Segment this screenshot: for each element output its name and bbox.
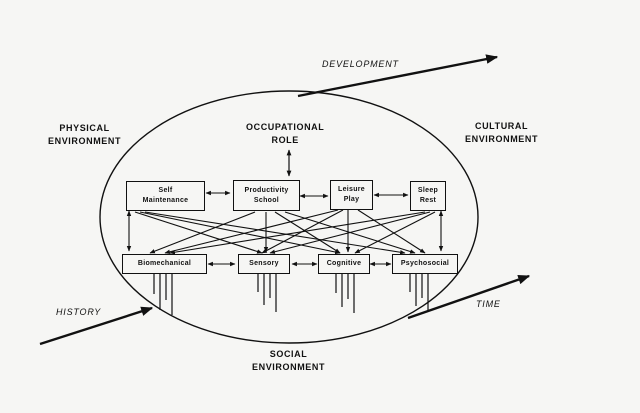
cultural-label-line2: ENVIRONMENT [465, 134, 539, 144]
productivity-line1: Productivity [244, 186, 289, 194]
psychosocial-box: Psychosocial [392, 254, 458, 274]
physical-environment-label: PHYSICAL ENVIRONMENT [48, 122, 121, 148]
occupational-label-line1: OCCUPATIONAL [246, 122, 325, 132]
physical-label-line1: PHYSICAL [59, 123, 110, 133]
social-label-line2: ENVIRONMENT [252, 362, 326, 372]
productivity-line2: School [253, 196, 280, 204]
self-maintenance-line2: Maintenance [142, 197, 189, 204]
vertical-links [126, 210, 444, 253]
sleep-rest-box: Sleep Rest [410, 181, 446, 211]
component-stems [153, 274, 429, 315]
sensory-label: Sensory [249, 260, 279, 267]
environment-ellipse [99, 90, 479, 344]
leisure-line2: Play [343, 196, 360, 203]
top-row-links [205, 190, 409, 199]
leisure-play-box: Leisure Play [330, 180, 373, 210]
occupational-role-label: OCCUPATIONAL ROLE [246, 121, 324, 147]
social-environment-label: SOCIAL ENVIRONMENT [252, 348, 325, 374]
history-arrow [39, 306, 154, 346]
psychosocial-label: Psychosocial [400, 260, 450, 267]
time-arrow [407, 274, 531, 320]
sleep-line1: Sleep [417, 187, 439, 194]
time-label: TIME [476, 299, 501, 309]
occupational-label-line2: ROLE [271, 135, 299, 145]
physical-label-line2: ENVIRONMENT [48, 136, 122, 146]
cognitive-label: Cognitive [326, 260, 362, 267]
history-label: HISTORY [56, 307, 102, 317]
self-maintenance-line1: Self [158, 187, 173, 194]
cognitive-box: Cognitive [318, 254, 370, 274]
biomechanical-box: Biomechanical [122, 254, 207, 274]
development-arrow [297, 54, 499, 98]
leisure-line1: Leisure [338, 186, 365, 193]
sensory-box: Sensory [238, 254, 290, 274]
productivity-school-box: Productivity School [233, 180, 300, 211]
cultural-label-line1: CULTURAL [474, 121, 529, 131]
social-label-line1: SOCIAL [269, 349, 308, 359]
development-label: DEVELOPMENT [322, 59, 399, 69]
biomechanical-label: Biomechanical [137, 260, 192, 267]
sleep-line2: Rest [419, 197, 437, 204]
self-maintenance-box: Self Maintenance [126, 181, 205, 211]
cultural-environment-label: CULTURAL ENVIRONMENT [465, 120, 538, 146]
cross-links [134, 209, 436, 255]
